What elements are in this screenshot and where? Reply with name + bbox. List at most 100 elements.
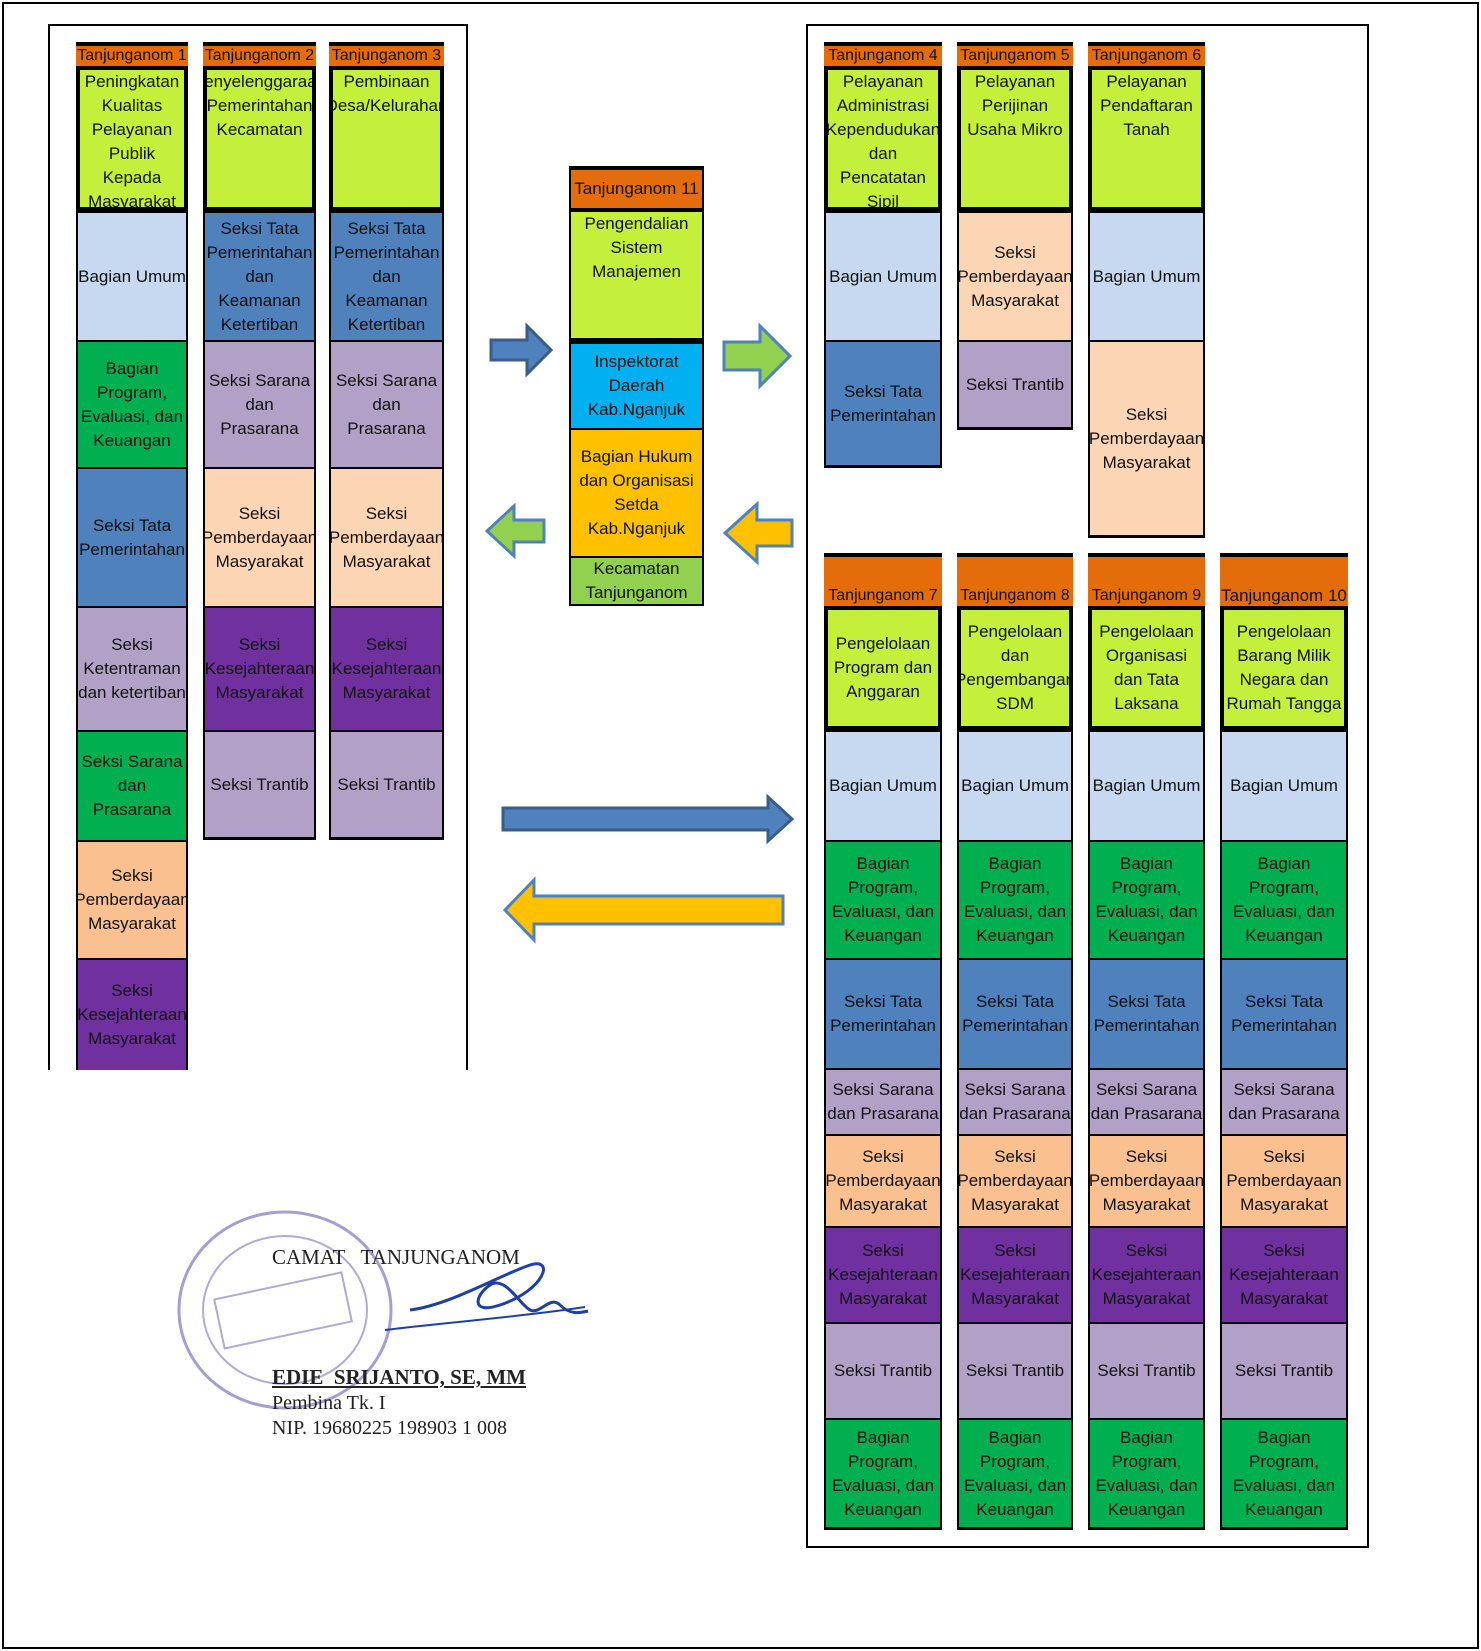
section-seksi-sarana-dan-prasarana: Seksi Sarana dan Prasarana — [1220, 1068, 1348, 1134]
section-seksi-tata-pemerintahan: Seksi Tata Pemerintahan — [824, 958, 942, 1068]
signature-title: CAMAT TANJUNGANOM — [272, 1245, 520, 1269]
section-seksi-pemberdayaan-masyarakat: Seksi Pemberdayaan Masyarakat — [203, 467, 316, 606]
unit-function-box: Peningkatan Kualitas Pelayanan Publik Ke… — [76, 66, 188, 211]
unit-function-box: Pengelolaan dan Pengembangan SDM — [957, 606, 1073, 730]
center-kecamatan-tanjunganom: Kecamatan Tanjunganom — [569, 556, 704, 606]
section-bagian-umum: Bagian Umum — [1220, 730, 1348, 840]
unit-header: Tanjunganom 8 — [957, 553, 1073, 606]
section-bagian-umum: Bagian Umum — [1088, 730, 1205, 840]
unit-header: Tanjunganom 5 — [957, 42, 1073, 66]
section-bagian-program-evaluasi-dan-keuangan: Bagian Program, Evaluasi, dan Keuangan — [1220, 1418, 1348, 1530]
section-bagian-program-evaluasi-dan-keuangan: Bagian Program, Evaluasi, dan Keuangan — [957, 840, 1073, 958]
section-seksi-kesejahteraan-masyarakat: Seksi Kesejahteraan Masyarakat — [957, 1226, 1073, 1322]
unit-header: Tanjunganom 7 — [824, 553, 942, 606]
section-bagian-umum: Bagian Umum — [76, 211, 188, 340]
section-seksi-tata-pemerintahan-dan-keamanan-ketertiban: Seksi Tata Pemerintahan dan Keamanan Ket… — [329, 211, 444, 340]
signatory-nip: NIP. 19680225 198903 1 008 — [272, 1417, 508, 1439]
arrow-left-orange-small — [722, 500, 794, 566]
section-seksi-pemberdayaan-masyarakat: Seksi Pemberdayaan Masyarakat — [1220, 1134, 1348, 1226]
section-seksi-pemberdayaan-masyarakat: Seksi Pemberdayaan Masyarakat — [1088, 340, 1205, 538]
arrow-right-blue-small — [489, 322, 554, 378]
section-seksi-pemberdayaan-masyarakat: Seksi Pemberdayaan Masyarakat — [957, 211, 1073, 340]
section-seksi-kesejahteraan-masyarakat: Seksi Kesejahteraan Masyarakat — [203, 606, 316, 730]
unit-function-box: Pelayanan Perijinan Usaha Mikro — [957, 66, 1073, 211]
section-seksi-trantib: Seksi Trantib — [1220, 1322, 1348, 1418]
unit-column-t2: Tanjunganom 2Penyelenggaraan Pemerintaha… — [203, 0, 316, 1651]
section-seksi-tata-pemerintahan: Seksi Tata Pemerintahan — [824, 340, 942, 468]
center-function-box: Pengendalian Sistem Manajemen — [569, 208, 704, 342]
right-panel-border — [806, 24, 1369, 1548]
section-seksi-tata-pemerintahan: Seksi Tata Pemerintahan — [76, 467, 188, 606]
section-seksi-pemberdayaan-masyarakat: Seksi Pemberdayaan Masyarakat — [957, 1134, 1073, 1226]
section-seksi-pemberdayaan-masyarakat: Seksi Pemberdayaan Masyarakat — [1088, 1134, 1205, 1226]
section-bagian-program-evaluasi-dan-keuangan: Bagian Program, Evaluasi, dan Keuangan — [824, 1418, 942, 1530]
section-seksi-trantib: Seksi Trantib — [1088, 1322, 1205, 1418]
center-inspektorat-daerah-kab-nganjuk: Inspektorat Daerah Kab.Nganjuk — [569, 342, 704, 428]
center-bagian-hukum-dan-organisasi-setda-kab-nganjuk: Bagian Hukum dan Organisasi Setda Kab.Ng… — [569, 428, 704, 556]
unit-header: Tanjunganom 1 — [76, 42, 188, 66]
section-seksi-trantib: Seksi Trantib — [329, 730, 444, 840]
section-seksi-sarana-dan-prasarana: Seksi Sarana dan Prasarana — [76, 730, 188, 840]
section-seksi-sarana-dan-prasarana: Seksi Sarana dan Prasarana — [1088, 1068, 1205, 1134]
section-bagian-program-evaluasi-dan-keuangan: Bagian Program, Evaluasi, dan Keuangan — [824, 840, 942, 958]
section-seksi-tata-pemerintahan-dan-keamanan-ketertiban: Seksi Tata Pemerintahan dan Keamanan Ket… — [203, 211, 316, 340]
section-bagian-program-evaluasi-dan-keuangan: Bagian Program, Evaluasi, dan Keuangan — [1220, 840, 1348, 958]
left-panel-border — [48, 24, 468, 1070]
arrow-right-green — [722, 322, 793, 390]
arrow-right-blue-long — [501, 793, 795, 845]
unit-header: Tanjunganom 9 — [1088, 553, 1205, 606]
section-seksi-sarana-dan-prasarana: Seksi Sarana dan Prasarana — [957, 1068, 1073, 1134]
section-bagian-program-evaluasi-dan-keuangan: Bagian Program, Evaluasi, dan Keuangan — [957, 1418, 1073, 1530]
section-seksi-trantib: Seksi Trantib — [824, 1322, 942, 1418]
unit-function-box: Pelayanan Administrasi Kependudukan dan … — [824, 66, 942, 211]
section-bagian-program-evaluasi-dan-keuangan: Bagian Program, Evaluasi, dan Keuangan — [1088, 1418, 1205, 1530]
section-bagian-umum: Bagian Umum — [1088, 211, 1205, 340]
section-seksi-kesejahteraan-masyarakat: Seksi Kesejahteraan Masyarakat — [76, 958, 188, 1070]
section-seksi-sarana-dan-prasarana: Seksi Sarana dan Prasarana — [203, 340, 316, 467]
arrow-left-orange-long — [502, 876, 785, 944]
section-seksi-kesejahteraan-masyarakat: Seksi Kesejahteraan Masyarakat — [824, 1226, 942, 1322]
section-seksi-sarana-dan-prasarana: Seksi Sarana dan Prasarana — [329, 340, 444, 467]
section-seksi-trantib: Seksi Trantib — [957, 1322, 1073, 1418]
section-seksi-pemberdayaan-masyarakat: Seksi Pemberdayaan Masyarakat — [76, 840, 188, 958]
section-bagian-umum: Bagian Umum — [824, 730, 942, 840]
signatory-name: EDIE SRIJANTO, SE, MM — [272, 1365, 526, 1389]
official-stamp — [177, 1210, 393, 1410]
unit-header: Tanjunganom 6 — [1088, 42, 1205, 66]
unit-function-box: Pengelolaan Program dan Anggaran — [824, 606, 942, 730]
section-seksi-sarana-dan-prasarana: Seksi Sarana dan Prasarana — [824, 1068, 942, 1134]
section-seksi-ketentraman-dan-ketertiban: Seksi Ketentraman dan ketertiban — [76, 606, 188, 730]
section-seksi-trantib: Seksi Trantib — [203, 730, 316, 840]
handwritten-signature — [384, 1262, 589, 1331]
section-bagian-umum: Bagian Umum — [957, 730, 1073, 840]
section-seksi-trantib: Seksi Trantib — [957, 340, 1073, 430]
signature-block: CAMAT TANJUNGANOM EDIE SRIJANTO, SE, MM … — [140, 1195, 620, 1455]
unit-function-box: Pelayanan Pendaftaran Tanah — [1088, 66, 1205, 211]
unit-function-box: Pengelolaan Barang Milik Negara dan Ruma… — [1220, 606, 1348, 730]
unit-header: Tanjunganom 10 — [1220, 553, 1348, 606]
arrow-left-green — [484, 502, 546, 560]
unit-function-box: Pengelolaan Organisasi dan Tata Laksana — [1088, 606, 1205, 730]
unit-header: Tanjunganom 2 — [203, 42, 316, 66]
unit-header: Tanjunganom 4 — [824, 42, 942, 66]
section-seksi-kesejahteraan-masyarakat: Seksi Kesejahteraan Masyarakat — [1220, 1226, 1348, 1322]
unit-header: Tanjunganom 3 — [329, 42, 444, 66]
section-seksi-kesejahteraan-masyarakat: Seksi Kesejahteraan Masyarakat — [329, 606, 444, 730]
unit-function-box: Penyelenggaraan Pemerintahan Kecamatan — [203, 66, 316, 211]
unit-function-box: Pembinaan Desa/Kelurahan — [329, 66, 444, 211]
section-seksi-kesejahteraan-masyarakat: Seksi Kesejahteraan Masyarakat — [1088, 1226, 1205, 1322]
section-seksi-pemberdayaan-masyarakat: Seksi Pemberdayaan Masyarakat — [329, 467, 444, 606]
section-seksi-pemberdayaan-masyarakat: Seksi Pemberdayaan Masyarakat — [824, 1134, 942, 1226]
section-seksi-tata-pemerintahan: Seksi Tata Pemerintahan — [1088, 958, 1205, 1068]
